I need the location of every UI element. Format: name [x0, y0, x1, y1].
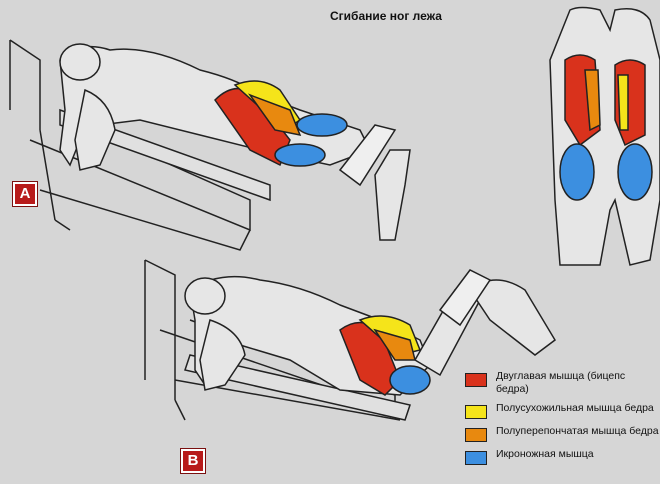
rear-view [549, 6, 660, 266]
calf-upper-a [296, 113, 348, 137]
legend-item: Икроножная мышца [465, 448, 660, 465]
rear-hamstring-right-inner [617, 74, 629, 131]
arm-a [74, 88, 116, 171]
figure-b [144, 259, 556, 421]
head-b [184, 277, 226, 315]
legend-item: Двуглавая мышца (бицепс бедра) [465, 370, 660, 396]
legend-item: Полуперепончатая мышца бедра [465, 425, 660, 442]
legend-label: Полуперепончатая мышца бедра [496, 425, 659, 437]
roller-pad-a [338, 124, 397, 187]
legend-label: Двуглавая мышца (бицепс бедра) [496, 370, 626, 395]
rear-calf-right [617, 143, 653, 201]
legend-swatch [465, 373, 487, 387]
legend-label: Икроножная мышца [496, 448, 594, 460]
legend-swatch [465, 428, 487, 442]
hamstring-semimembranosus-a [247, 93, 302, 137]
figure-a [9, 39, 411, 251]
page-title: Сгибание ног лежа [330, 9, 442, 23]
rear-calf-left [559, 143, 595, 201]
rear-hamstring-left-inner [584, 69, 601, 132]
legend-swatch [465, 451, 487, 465]
legend-label: Полусухожильная мышца бедра [496, 402, 654, 414]
head-a [59, 43, 101, 81]
panel-label-b: B [181, 449, 205, 473]
calf-lower-a [274, 143, 326, 167]
body-a [59, 45, 372, 167]
panel-label-a: A [13, 182, 37, 206]
legend-item: Полусухожильная мышца бедра [465, 402, 660, 419]
arm-b [199, 319, 246, 391]
legend-swatch [465, 405, 487, 419]
legend: Двуглавая мышца (бицепс бедра) Полусухож… [465, 370, 660, 471]
roller-pad-b [438, 269, 492, 327]
feet-a [374, 149, 411, 241]
calf-b [389, 365, 431, 395]
